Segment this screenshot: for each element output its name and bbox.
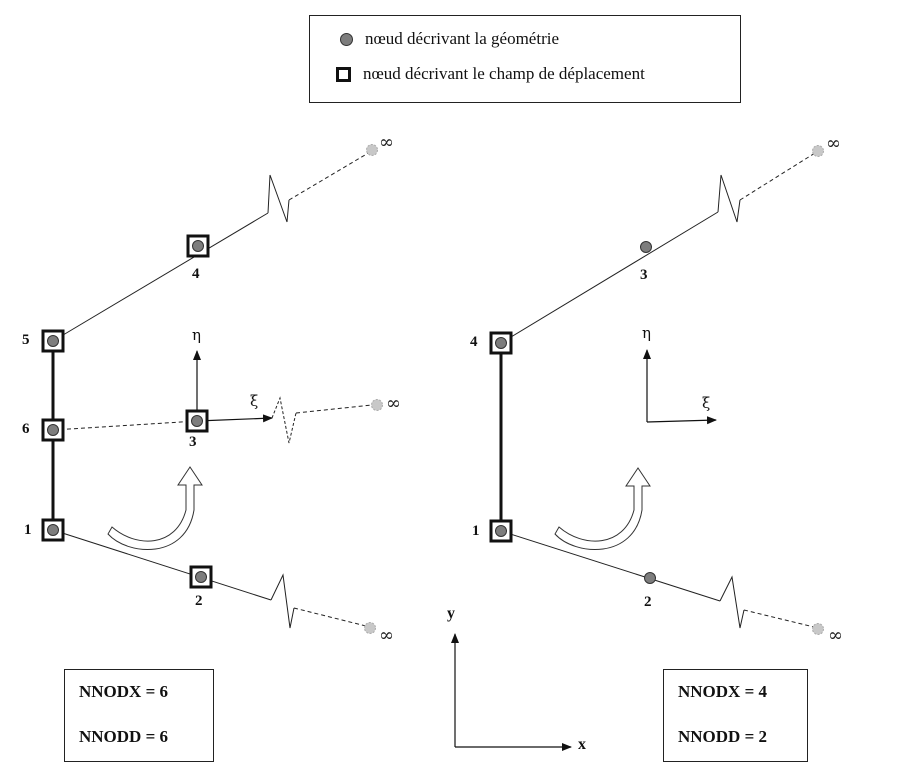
right-lower-edge — [500, 530, 721, 602]
legend-row-displacement: nœud décrivant le champ de déplacement — [336, 64, 645, 84]
left-node-label-5: 5 — [22, 332, 30, 348]
right-node-2 — [644, 572, 656, 584]
right-node-label-1: 1 — [472, 523, 480, 539]
left-node-label-3: 3 — [189, 434, 197, 450]
right-upper-infinity-label: ∞ — [826, 133, 841, 154]
right-lower-dashed — [743, 609, 815, 628]
global-y-label: y — [447, 605, 455, 622]
right-element — [489, 145, 824, 635]
right-node-label-3: 3 — [640, 267, 648, 283]
left-upper-dashed — [288, 151, 371, 201]
left-lower-break — [270, 573, 295, 629]
left-node-label-2: 2 — [195, 593, 203, 609]
left-node-label-1: 1 — [24, 522, 32, 538]
left-nnodx-text: NNODX = 6 — [79, 682, 169, 701]
left-rotation-arrow — [107, 466, 203, 551]
left-node-6 — [41, 418, 65, 442]
left-lower-dashed — [293, 607, 367, 627]
left-middle-break — [271, 396, 297, 444]
left-node-label-6: 6 — [22, 421, 30, 437]
left-node-label-4: 4 — [192, 266, 200, 282]
right-node-1 — [489, 519, 513, 543]
left-upper-break — [267, 174, 290, 223]
left-upper-infinity-label: ∞ — [379, 132, 394, 153]
left-lower-infinity-label: ∞ — [379, 625, 394, 646]
right-node-label-4: 4 — [470, 334, 478, 350]
right-lower-break — [719, 575, 745, 629]
global-x-label: x — [578, 736, 586, 753]
right-upper-dashed — [739, 152, 816, 201]
left-node-count-box: NNODX = 6 NNODD = 6 — [64, 669, 214, 762]
left-xi-label: ξ — [250, 392, 259, 410]
left-node-4 — [186, 234, 210, 258]
right-node-3 — [640, 241, 652, 253]
left-nnodd-text: NNODD = 6 — [79, 727, 169, 746]
left-middle-dashed-outer — [295, 404, 373, 414]
left-node-2 — [189, 565, 213, 589]
right-upper-infinity-node — [812, 145, 824, 157]
left-middle-dashed — [52, 420, 198, 431]
right-eta-label: η — [642, 324, 651, 342]
right-node-4 — [489, 331, 513, 355]
left-lower-edge — [52, 529, 272, 601]
global-axes — [451, 633, 572, 751]
legend-displacement-label: nœud décrivant le champ de déplacement — [363, 64, 645, 83]
left-node-3 — [185, 409, 209, 433]
right-lower-infinity-node — [812, 623, 824, 635]
right-xi-label: ξ — [702, 394, 711, 412]
right-xi-axis-arrow — [646, 416, 717, 425]
left-node-1 — [41, 518, 65, 542]
right-upper-edge — [500, 211, 719, 344]
left-middle-infinity-label: ∞ — [386, 393, 401, 414]
left-upper-edge — [52, 212, 269, 342]
left-node-5 — [41, 329, 65, 353]
right-lower-infinity-label: ∞ — [828, 625, 843, 646]
left-element — [41, 144, 383, 634]
left-middle-infinity-node — [371, 399, 383, 411]
right-node-count-box: NNODX = 4 NNODD = 2 — [663, 669, 808, 762]
right-rotation-arrow — [554, 467, 651, 551]
xi-axis-arrow — [196, 414, 273, 423]
geometry-node-icon — [340, 32, 353, 46]
legend-row-geometry: nœud décrivant la géométrie — [336, 29, 559, 49]
left-eta-label: η — [192, 326, 201, 344]
legend-geometry-label: nœud décrivant la géométrie — [365, 29, 560, 48]
right-nnodd-text: NNODD = 2 — [678, 727, 768, 746]
legend-box: nœud décrivant la géométrie nœud décriva… — [309, 15, 741, 103]
right-nnodx-text: NNODX = 4 — [678, 682, 768, 701]
displacement-node-icon — [336, 66, 351, 82]
right-node-label-2: 2 — [644, 594, 652, 610]
right-upper-break — [717, 174, 741, 223]
left-upper-infinity-node — [366, 144, 378, 156]
left-lower-infinity-node — [364, 622, 376, 634]
